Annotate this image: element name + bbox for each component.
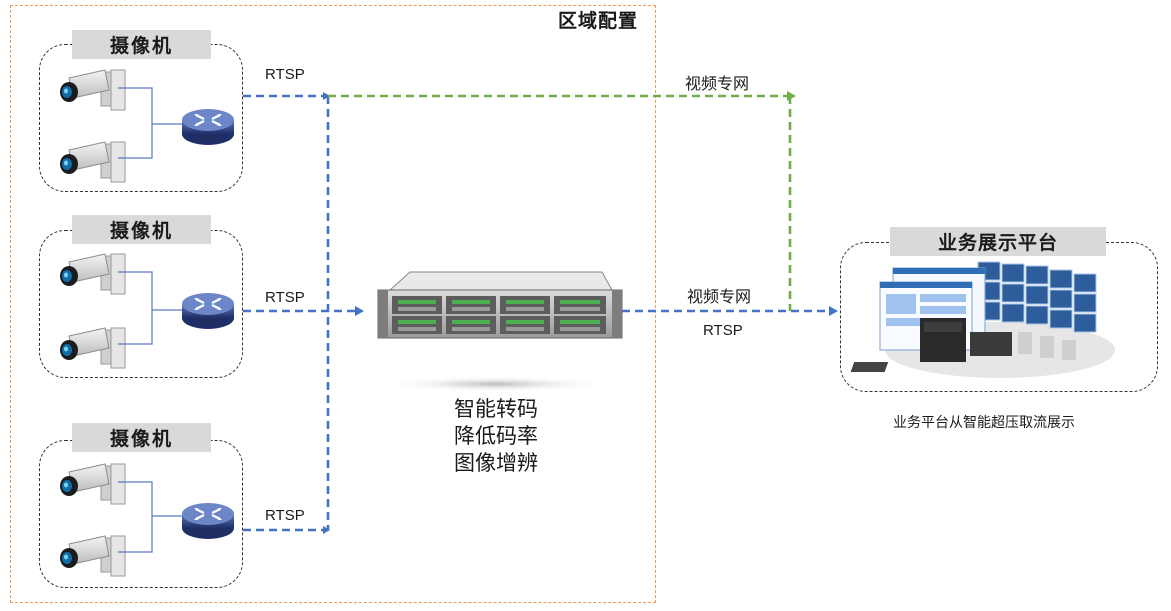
server-function-text: 智能转码 降低码率 图像增辨: [426, 396, 566, 477]
camera-icon: [59, 69, 126, 111]
camera-icon: [59, 141, 126, 183]
bottom-rtsp-label: RTSP: [703, 322, 743, 339]
router-icon: [180, 107, 236, 147]
top-network-label: 视频专网: [685, 76, 750, 93]
video-private-network-link: [328, 94, 792, 311]
rtsp-link-lines: [243, 94, 830, 532]
platform-title: 业务展示平台: [890, 227, 1106, 256]
camera-group-3-label: 摄像机: [72, 423, 211, 452]
region-title: 区域配置: [558, 11, 639, 32]
server-line-3: 图像增辨: [454, 452, 538, 475]
region-config-box: [10, 5, 656, 603]
server-line-1: 智能转码: [454, 398, 538, 421]
platform-graphic: [850, 261, 1115, 378]
router-icon: [180, 291, 236, 331]
camera-group-2-label: 摄像机: [72, 215, 211, 244]
platform-caption: 业务平台从智能超压取流展示: [893, 414, 1075, 430]
router-icon: [180, 501, 236, 541]
camera-icon: [59, 535, 126, 577]
arrowheads: [323, 92, 838, 534]
camera-group-1-label: 摄像机: [72, 30, 211, 59]
server-icon: [377, 271, 623, 392]
server-line-2: 降低码率: [454, 425, 538, 448]
camera-icon: [59, 327, 126, 369]
camera-icon: [59, 253, 126, 295]
camera-icon: [59, 463, 126, 505]
bottom-network-label: 视频专网: [687, 289, 752, 306]
rtsp-label-3: RTSP: [265, 507, 305, 524]
rtsp-label-1: RTSP: [265, 66, 305, 83]
rtsp-label-2: RTSP: [265, 289, 305, 306]
